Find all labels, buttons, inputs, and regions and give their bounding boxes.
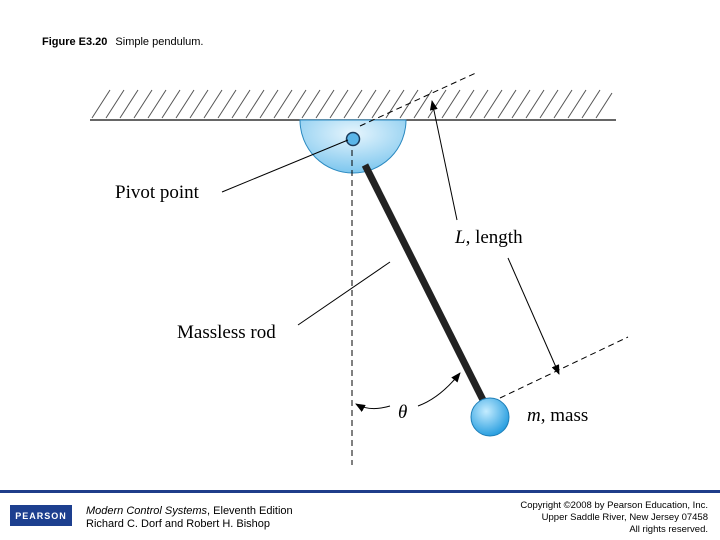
ceiling-hatching [91, 89, 613, 119]
rod-leader-line [297, 261, 391, 326]
book-authors: Richard C. Dorf and Robert H. Bishop [86, 518, 271, 530]
mass-variable: m [527, 405, 541, 426]
angle-arc-right [417, 372, 461, 407]
mass-text: , mass [541, 405, 589, 426]
massless-rod-label: Massless rod [177, 322, 276, 343]
copyright-line-3: All rights reserved. [629, 524, 708, 535]
angle-label: θ [398, 402, 407, 423]
footer-divider [0, 490, 720, 493]
pivot-point-label: Pivot point [115, 182, 200, 203]
copyright-notice: Copyright ©2008 by Pearson Education, In… [520, 500, 708, 536]
book-edition: , Eleventh Edition [207, 505, 293, 517]
figure-number: Figure E3.20 [42, 36, 108, 48]
length-arrow-up [429, 100, 458, 221]
length-extension-bottom [499, 336, 629, 399]
length-extension-top [359, 71, 479, 127]
length-label: L, length [454, 227, 523, 248]
angle-arc [355, 403, 391, 412]
copyright-line-2: Upper Saddle River, New Jersey 07458 [541, 512, 708, 523]
pivot-mount [299, 119, 407, 174]
pendulum-diagram: Pivot point L, length Massless rod θ m, … [90, 71, 629, 465]
length-arrow-down [507, 257, 560, 375]
massless-rod [361, 163, 488, 404]
figure-caption: Figure E3.20 Simple pendulum. [42, 36, 203, 48]
pendulum-bob [470, 397, 510, 437]
publisher-logo-text: PEARSON [15, 510, 67, 521]
mass-label: m, mass [527, 405, 588, 426]
publisher-logo: PEARSON [10, 505, 72, 526]
book-title-line: Modern Control Systems, Eleventh Edition [86, 505, 293, 518]
figure-title: Simple pendulum. [115, 36, 204, 48]
pivot-point [345, 131, 361, 147]
length-variable: L [454, 227, 466, 248]
copyright-line-1: Copyright ©2008 by Pearson Education, In… [520, 500, 708, 511]
book-info: Modern Control Systems, Eleventh Edition… [86, 505, 293, 531]
book-title: Modern Control Systems [86, 505, 208, 517]
ceiling [90, 89, 616, 121]
pivot-leader-line [221, 139, 349, 193]
length-text: , length [466, 227, 523, 248]
